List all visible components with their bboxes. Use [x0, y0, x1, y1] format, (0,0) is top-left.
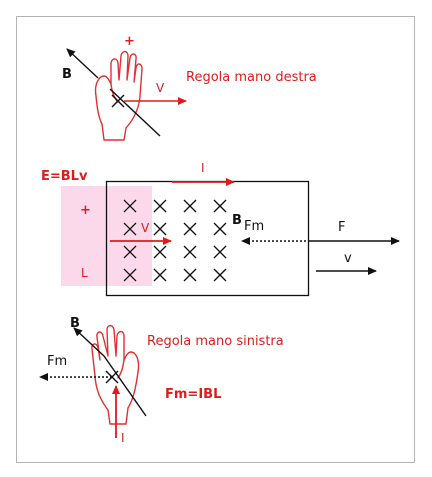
field-cross-icon: [213, 199, 227, 213]
right-hand-plus-label: +: [124, 34, 135, 49]
field-cross-icon: [153, 245, 167, 259]
emf-formula: E=BLv: [41, 169, 88, 184]
right-hand-b-label: B: [62, 67, 72, 82]
force-formula: Fm=IBL: [165, 387, 221, 402]
field-cross-icon: [123, 199, 137, 213]
field-cross-icon: [213, 268, 227, 282]
right-hand-v-label: V: [156, 81, 165, 95]
plus-sign: +: [80, 203, 91, 218]
left-hand-b-arrow: [73, 327, 105, 357]
field-cross-icon: [123, 222, 137, 236]
field-cross-icon: [183, 199, 197, 213]
magnetic-field-grid: [123, 199, 227, 282]
right-hand-rule-caption: Regola mano destra: [186, 70, 317, 85]
field-cross-icon: [183, 245, 197, 259]
field-b-label: B: [232, 213, 242, 228]
velocity-label: v: [344, 251, 352, 266]
right-hand-outline: [94, 50, 143, 141]
field-cross-icon: [123, 268, 137, 282]
field-cross-icon: [183, 222, 197, 236]
field-cross-icon: [183, 268, 197, 282]
field-cross-icon: [213, 245, 227, 259]
left-hand-fm-label: Fm: [47, 354, 67, 369]
current-label: I: [201, 161, 205, 175]
length-label: L: [81, 266, 88, 280]
left-hand-b-axis-line: [103, 355, 147, 417]
magnetic-force-label: Fm: [244, 219, 264, 234]
left-hand-b-label: B: [70, 316, 80, 331]
field-cross-icon: [123, 245, 137, 259]
left-hand-rule-caption: Regola mano sinistra: [147, 334, 284, 349]
field-cross-icon: [153, 199, 167, 213]
right-hand-b-arrow: [66, 48, 99, 79]
right-hand-b-axis-line: [109, 88, 161, 137]
rod-velocity-label: V: [141, 221, 150, 235]
left-hand-outline: [91, 324, 140, 425]
applied-force-label: F: [338, 220, 345, 235]
field-cross-icon: [153, 268, 167, 282]
field-cross-icon: [153, 222, 167, 236]
field-cross-icon: [213, 222, 227, 236]
left-hand-i-label: I: [121, 431, 125, 445]
right-hand-cross-mark: [111, 94, 125, 108]
